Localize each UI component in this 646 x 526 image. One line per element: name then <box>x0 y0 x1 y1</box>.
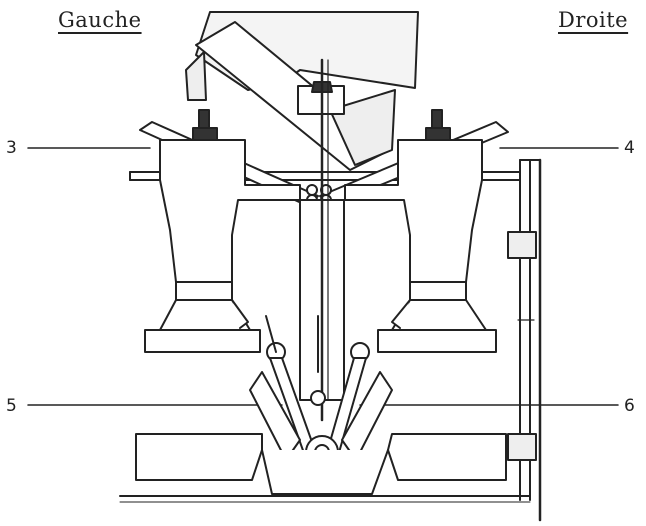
central-column <box>299 58 345 422</box>
adjustment-screws <box>192 109 451 143</box>
top-hopper <box>185 11 419 171</box>
right-side-heading: Droite <box>558 8 629 32</box>
callout-label-3: 3 <box>6 138 17 158</box>
left-unit <box>144 139 301 353</box>
left-side-heading: Gauche <box>58 8 142 32</box>
right-frame <box>507 158 542 522</box>
right-unit <box>344 139 497 353</box>
callout-label-4: 4 <box>624 138 635 158</box>
callout-label-5: 5 <box>6 396 17 416</box>
callout-label-6: 6 <box>624 396 635 416</box>
lower-tables <box>119 433 531 503</box>
leader-lines <box>27 147 619 406</box>
